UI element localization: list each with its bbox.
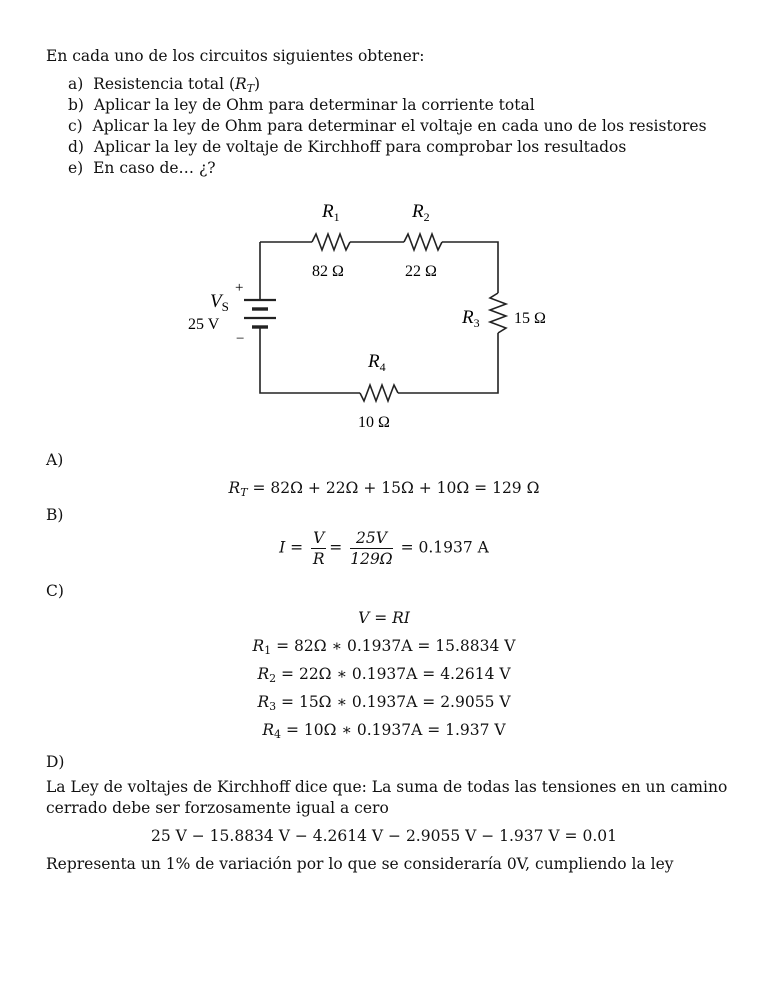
- eq-b-rhs: = 0.1937 A: [400, 538, 489, 557]
- eq-a-rhs: = 82Ω + 22Ω + 15Ω + 10Ω = 129 Ω: [252, 479, 540, 497]
- task-letter: c): [68, 117, 83, 135]
- task-d: d) Aplicar la ley de voltaje de Kirchhof…: [68, 137, 626, 157]
- task-letter: e): [68, 159, 84, 177]
- eq-b-lhs: I =: [279, 538, 304, 557]
- kirchhoff-line-2: cerrado debe ser forzosamente igual a ce…: [46, 799, 389, 817]
- equation-v-r2: R2 = 22Ω ∗ 0.1937A = 4.2614 V: [257, 665, 511, 685]
- r4-label: R4: [367, 351, 386, 374]
- equation-v-r3: R3 = 15Ω ∗ 0.1937A = 2.9055 V: [257, 693, 511, 713]
- task-letter: b): [68, 96, 84, 114]
- wire-top-right: [442, 241, 499, 293]
- section-a-label: A): [46, 451, 64, 469]
- r1-label: R1: [321, 201, 340, 224]
- task-text: Aplicar la ley de Ohm para determinar el…: [92, 117, 707, 135]
- task-a: a) Resistencia total (RT): [68, 75, 261, 95]
- task-e: e) En caso de… ¿?: [68, 158, 216, 178]
- task-b: b) Aplicar la ley de Ohm para determinar…: [68, 95, 535, 115]
- r2-value: 22 Ω: [405, 263, 437, 280]
- conclusion-text: Representa un 1% de variación por lo que…: [46, 855, 674, 873]
- equation-v-r4: R4 = 10Ω ∗ 0.1937A = 1.937 V: [262, 721, 506, 741]
- intro-text: En cada uno de los circuitos siguientes …: [46, 47, 425, 65]
- kirchhoff-line-1: La Ley de voltajes de Kirchhoff dice que…: [46, 778, 728, 796]
- eq-c-r1: = 82Ω ∗ 0.1937A = 15.8834 V: [276, 637, 516, 655]
- plus-sign: +: [235, 280, 243, 296]
- section-b-label: B): [46, 506, 64, 524]
- r4-value: 10 Ω: [358, 414, 390, 431]
- task-text: En caso de… ¿?: [93, 159, 216, 177]
- source-value: 25 V: [188, 316, 220, 333]
- task-text: Resistencia total (: [93, 75, 236, 93]
- equation-v-r1: R1 = 82Ω ∗ 0.1937A = 15.8834 V: [252, 637, 516, 657]
- resistor-r3: [487, 292, 509, 334]
- eq-c-r2: = 22Ω ∗ 0.1937A = 4.2614 V: [281, 665, 511, 683]
- minus-sign: −: [236, 331, 244, 347]
- section-d-label: D): [46, 753, 65, 771]
- wire-bottom-left: [259, 328, 360, 394]
- r1-value: 82 Ω: [312, 263, 344, 280]
- task-text: Aplicar la ley de Ohm para determinar la…: [93, 96, 535, 114]
- r3-value: 15 Ω: [514, 310, 546, 327]
- section-c-label: C): [46, 582, 64, 600]
- wire-right: [398, 333, 499, 394]
- source-label: VS: [210, 291, 229, 314]
- equation-ohm: V = RI: [358, 609, 410, 627]
- equation-total-resistance: RT = 82Ω + 22Ω + 15Ω + 10Ω = 129 Ω: [228, 479, 540, 499]
- circuit-diagram: R1 82 Ω R2 22 Ω R3 15 Ω R4 10 Ω VS 25 V …: [188, 201, 546, 431]
- r3-label: R3: [461, 307, 480, 330]
- eq-c-r4: = 10Ω ∗ 0.1937A = 1.937 V: [285, 721, 506, 739]
- resistor-r4: [359, 382, 399, 404]
- task-letter: a): [68, 75, 84, 93]
- equation-kirchhoff: 25 V − 15.8834 V − 4.2614 V − 2.9055 V −…: [151, 827, 617, 845]
- r2-label: R2: [411, 201, 430, 224]
- task-letter: d): [68, 138, 84, 156]
- task-text: Aplicar la ley de voltaje de Kirchhoff p…: [93, 138, 627, 156]
- task-c: c) Aplicar la ley de Ohm para determinar…: [68, 116, 707, 136]
- resistor-r1: [311, 231, 351, 253]
- resistor-r2: [403, 231, 443, 253]
- eq-c-r3: = 15Ω ∗ 0.1937A = 2.9055 V: [281, 693, 511, 711]
